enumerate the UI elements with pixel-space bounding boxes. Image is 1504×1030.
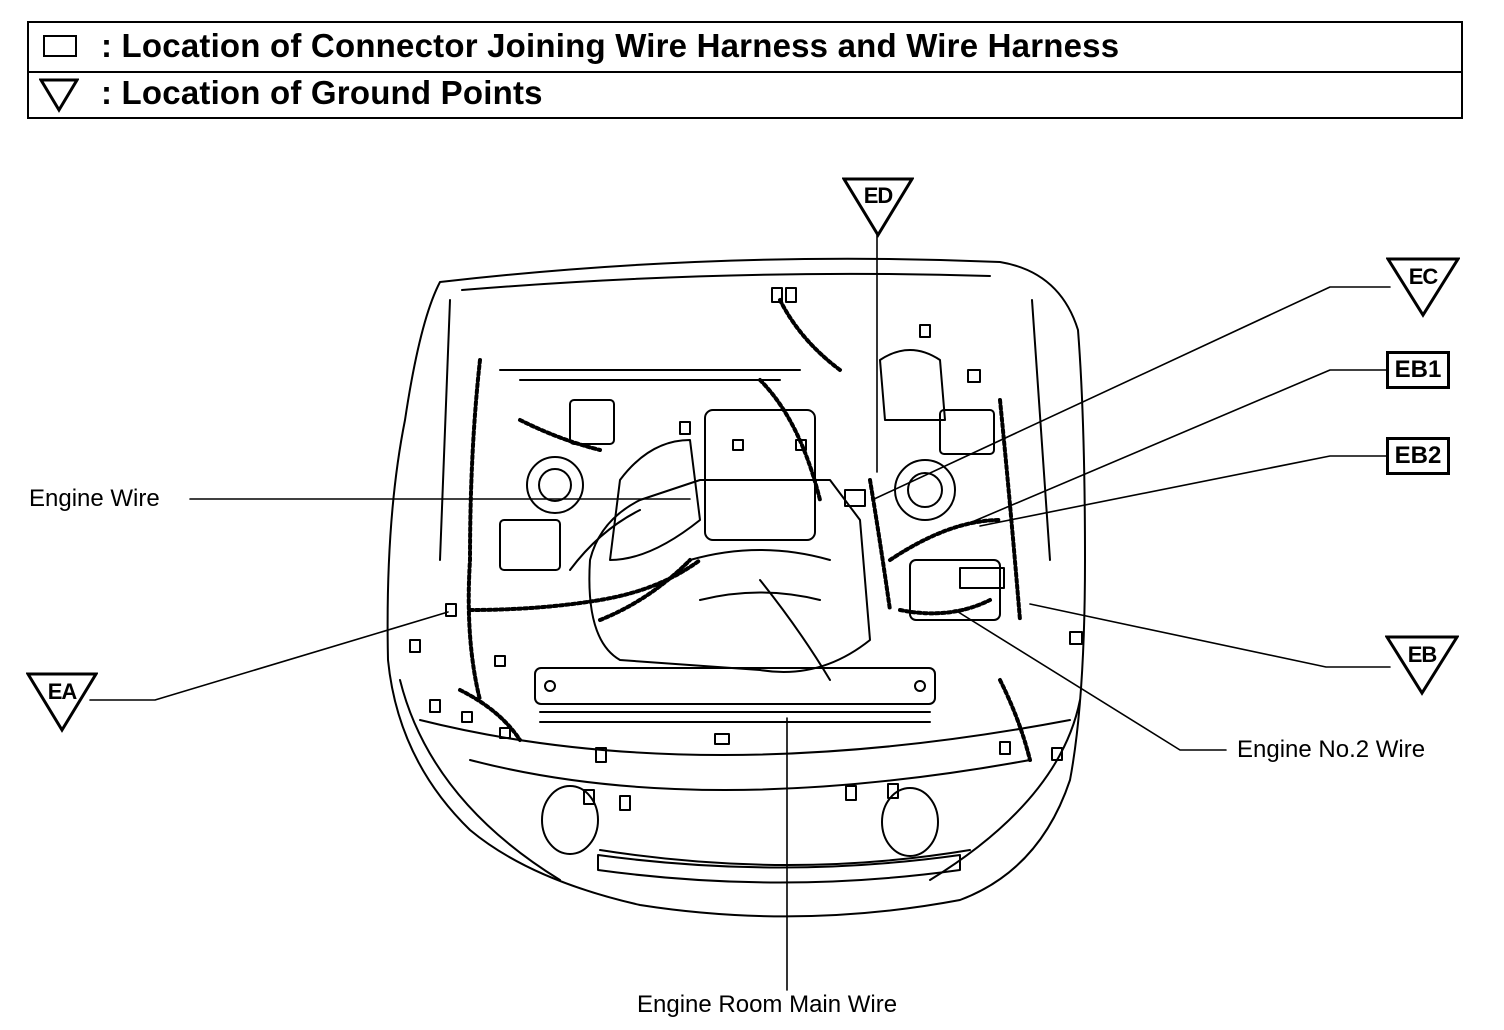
label-engine-no2-wire: Engine No.2 Wire [1237,736,1426,763]
ground-point-ed-label: ED [863,183,894,208]
front-lamps [541,785,961,884]
ground-point-eb-label: EB [1407,642,1438,667]
legend-ground-text: : Location of Ground Points [101,74,543,111]
leader-eb1 [971,369,1387,523]
leader-eb2 [979,455,1387,527]
ground-point-ec-label: EC [1408,264,1439,289]
legend-row-connector: : Location of Connector Joining Wire Har… [29,23,1461,73]
label-engine-wire: Engine Wire [29,485,160,512]
ground-point-ed-icon [842,177,914,238]
leader-eb [1029,603,1391,668]
connector-eb2: EB2 [1386,437,1450,475]
leader-ec [871,286,1391,501]
leader-lines [89,234,1391,991]
ground-symbol-icon [39,78,79,113]
label-engine-room-main-wire: Engine Room Main Wire [637,991,898,1018]
ground-point-ea-icon [26,672,98,733]
connector-symbol-icon [43,35,77,57]
engine-block [499,349,1001,681]
ground-point-eb-icon [1385,635,1459,696]
ground-point-ec-icon [1386,257,1460,318]
connector-eb1: EB1 [1386,351,1450,389]
leader-ea [89,611,449,701]
radiator-support [534,667,936,723]
ground-point-ea-label: EA [47,679,78,704]
connector-plugs [409,287,1083,811]
legend-row-ground: : Location of Ground Points [29,71,1461,117]
leader-engine-no2-wire [954,609,1227,751]
legend: : Location of Connector Joining Wire Har… [27,21,1463,119]
vehicle-body-outline [386,257,1086,918]
legend-connector-text: : Location of Connector Joining Wire Har… [101,27,1120,64]
